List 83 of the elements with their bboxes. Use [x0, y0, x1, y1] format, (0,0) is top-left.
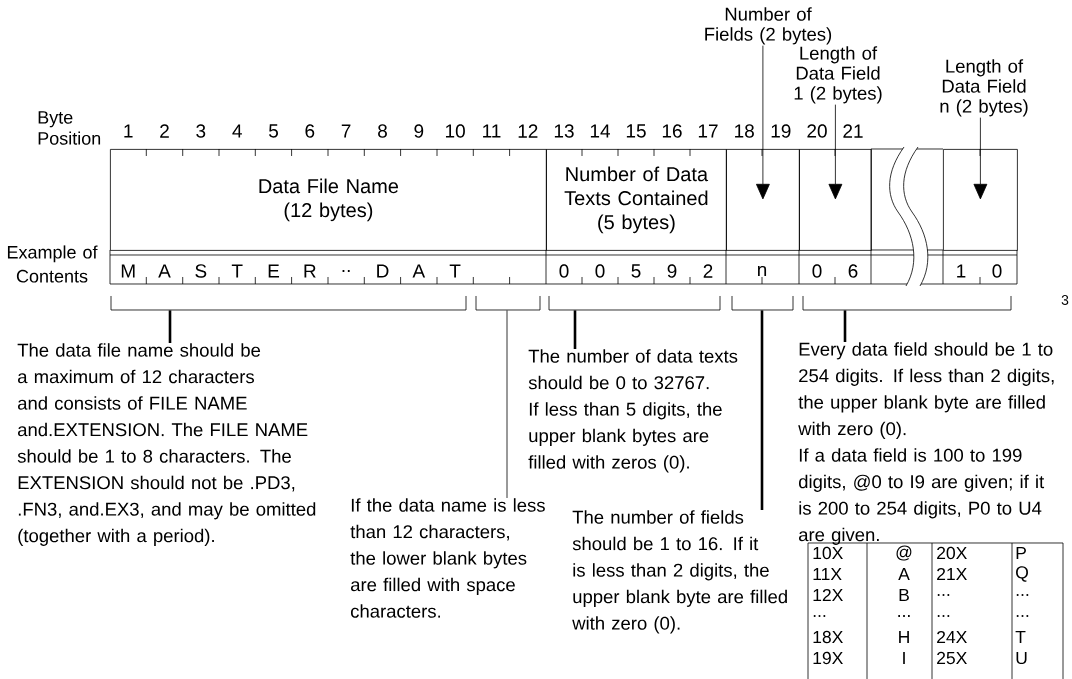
leader-line — [168, 310, 172, 343]
byte-number: 18 — [735, 124, 754, 138]
content-character: D — [377, 264, 389, 278]
empty-cell — [726, 149, 800, 251]
byte-number: 11 — [483, 124, 501, 138]
row-label: Example of Contents — [7, 245, 98, 283]
arrow — [756, 45, 770, 200]
empty-cell — [799, 149, 872, 251]
content-character: S — [195, 264, 207, 278]
note-text: Every data field should be 1 to 254 digits. If less than 2 digits, the upper blank byte are filled with zero (0). If a data field is 100 to 199 digits, @0 to I9 are given; if it is 200 to 254 digits, P0 to U4 are given. — [798, 342, 1054, 545]
note-text: The number of data texts should be 0 to 32767. If less than 5 digits, the upper blank bytes are filled with zeros (0). — [528, 349, 738, 473]
table-cell: B — [899, 588, 909, 601]
table-cell: 19X — [813, 651, 843, 665]
table-cell: U — [1016, 651, 1027, 665]
leader-line — [506, 310, 508, 499]
table-cell: T — [1015, 630, 1026, 643]
leader-line — [760, 310, 764, 510]
byte-number: 17 — [698, 124, 718, 138]
field-label: Number of Fields (2 bytes) — [705, 7, 832, 45]
table-cell: ... — [898, 615, 910, 617]
bracket — [548, 295, 721, 311]
content-character: .. — [342, 270, 350, 272]
byte-number: 19 — [771, 124, 791, 138]
content-character: n — [757, 265, 767, 277]
content-character: T — [231, 264, 243, 278]
axis-label: Byte Position — [38, 111, 101, 145]
field-cell: Data File Name (12 bytes) — [110, 149, 547, 251]
note-text: If the data name is less than 12 characters, the lower blank bytes are filled with space characters. — [350, 498, 545, 618]
content-character: 6 — [848, 264, 858, 278]
content-character: 5 — [631, 264, 641, 278]
content-character: 9 — [667, 264, 677, 278]
table-cell: ... — [937, 594, 950, 596]
table-cell: 10X — [813, 546, 843, 560]
arrow — [828, 104, 843, 200]
table-cell: P — [1016, 546, 1026, 559]
note-text: The data file name should be a maximum of 12 characters and consists of FILE NAME and.EXTENSION. The FILE NAME should be 1 to 8 characters. The EXTENSION should not be .PD3, .FN3, and.EX3, and may be omitted (together with a period). — [17, 343, 316, 546]
field-label: Length of Data Field n (2 bytes) — [940, 59, 1028, 117]
byte-number: 13 — [554, 124, 574, 138]
table-cell: 21X — [937, 567, 967, 581]
content-character: 0 — [992, 264, 1002, 278]
byte-number: 20 — [807, 124, 827, 138]
note-text: The number of fields should be 1 to 16. If it is less than 2 digits, the upper blank byte are filled with zero (0). — [572, 510, 787, 634]
bracket — [475, 295, 541, 311]
content-character: 0 — [812, 264, 822, 278]
content-character: A — [412, 264, 426, 278]
table-cell: Q — [1016, 566, 1028, 582]
table-cell: I — [903, 651, 905, 664]
leader-line — [573, 310, 577, 349]
arrow — [973, 117, 988, 200]
byte-number: 16 — [662, 124, 682, 138]
table-cell: ... — [1016, 615, 1029, 617]
table-cell: 12X — [813, 588, 843, 602]
byte-number: 12 — [518, 124, 538, 138]
byte-number: 14 — [590, 124, 610, 138]
table-cell: A — [898, 567, 910, 580]
bracket — [802, 295, 1012, 311]
table-cell: 24X — [937, 630, 967, 644]
content-character: 1 — [957, 264, 966, 278]
content-character: T — [449, 264, 461, 278]
field-label: Length of Data Field 1 (2 bytes) — [794, 46, 882, 104]
content-character: 0 — [595, 264, 605, 278]
bracket — [731, 295, 794, 311]
table-cell: ... — [937, 615, 950, 617]
content-character: 2 — [703, 264, 713, 278]
table-cell: H — [899, 630, 909, 643]
bracket — [110, 295, 467, 311]
content-character: M — [121, 264, 135, 278]
table-cell: ... — [1016, 594, 1029, 596]
byte-number: 21 — [843, 124, 863, 138]
table-cell: ... — [813, 615, 826, 617]
content-character: A — [158, 264, 171, 278]
table-cell: @ — [896, 545, 912, 561]
empty-cell — [943, 149, 1018, 251]
table-cell: 20X — [937, 546, 967, 560]
table-cell: 25X — [937, 651, 967, 665]
page-number: 3 — [1061, 295, 1069, 305]
table-cell: 18X — [813, 630, 843, 644]
field-cell: Number of Data Texts Contained (5 bytes) — [546, 149, 727, 251]
content-character: E — [268, 264, 280, 278]
table-cell: 11X — [813, 567, 842, 580]
leader-line — [843, 310, 847, 342]
content-character: 0 — [559, 264, 569, 278]
content-character: R — [304, 264, 316, 278]
